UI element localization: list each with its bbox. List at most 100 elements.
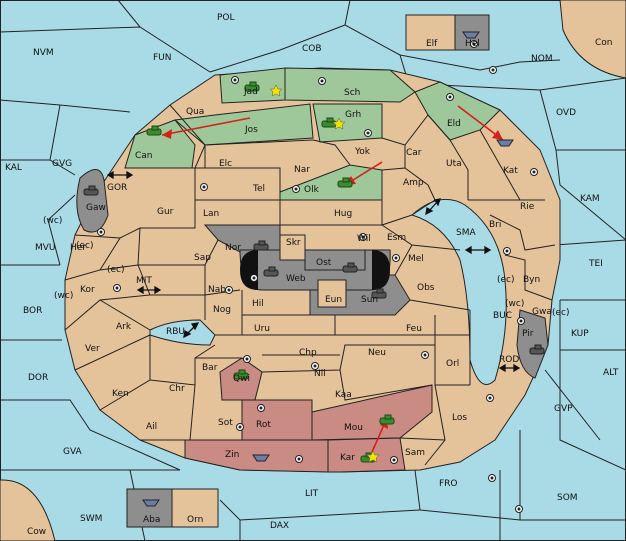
land-label: Nar (294, 165, 310, 175)
fleet-unit-icon (252, 454, 270, 462)
army-unit-icon (321, 117, 337, 128)
island-con (559, 0, 626, 79)
land-label: Gwa (532, 307, 552, 317)
land-label: Esm (387, 233, 406, 243)
sea-label: GOR (107, 183, 127, 193)
sea-label: ROD (499, 355, 519, 365)
sea-label: SMA (456, 228, 476, 238)
land-label: Uta (446, 159, 462, 169)
region-gaw[interactable] (76, 169, 109, 233)
region-sch[interactable] (284, 67, 416, 103)
land-label: Orn (187, 515, 203, 525)
land-label: Can (135, 151, 153, 161)
land-label: (ec) (497, 275, 515, 285)
region-aba[interactable] (126, 488, 173, 528)
army-unit-icon (529, 344, 545, 355)
region-rot[interactable] (241, 399, 313, 441)
land-label: Elf (426, 39, 438, 49)
land-label: Jad (243, 87, 258, 97)
land-label: Orl (446, 359, 459, 369)
land-label: Ark (116, 322, 132, 332)
land-label: Sch (344, 88, 360, 98)
land-label: Obs (417, 283, 435, 293)
land-label: Nab (208, 285, 226, 295)
land-label: (wc) (43, 216, 62, 226)
land-label: Gaw (86, 203, 106, 213)
sea-label-group: POL COB NVM FUN NOM Con OVD KAL GVG GOR … (5, 13, 619, 537)
sea-label: Cow (27, 527, 46, 537)
land-label: Chr (169, 384, 185, 394)
land-label: Mel (408, 254, 424, 264)
land-label: Ken (112, 389, 129, 399)
fleet-unit-icon (496, 139, 514, 147)
land-label: Hug (334, 209, 352, 219)
land-label: Eld (447, 119, 461, 129)
land-label: Los (452, 413, 467, 423)
sea-label: NVM (33, 48, 54, 58)
land-label: Feu (406, 324, 422, 334)
land-label: Neu (368, 348, 386, 358)
army-unit-icon (146, 125, 162, 136)
region-elf[interactable] (405, 14, 456, 51)
land-label: Kaa (335, 390, 352, 400)
region-orn[interactable] (171, 488, 219, 528)
units (83, 31, 545, 507)
army-unit-icon (83, 185, 99, 196)
land-label: (ec) (76, 241, 94, 251)
land-label: Uru (254, 324, 270, 334)
sea-label: GVA (63, 447, 83, 457)
land-label: Lan (203, 209, 219, 219)
sea-label: DOR (28, 373, 48, 383)
land-label: Sun (361, 295, 378, 305)
sea-label: POL (217, 13, 235, 23)
sea-label: DAX (270, 521, 289, 531)
region-skr[interactable] (279, 234, 306, 261)
land-label: Olk (304, 185, 320, 195)
army-unit-icon (244, 81, 260, 92)
sea-label: SWM (80, 514, 102, 524)
land-label: Hel (465, 39, 480, 49)
land-label: (wc) (505, 299, 524, 309)
army-unit-icon (263, 266, 279, 277)
region-jos[interactable] (173, 103, 314, 146)
land-label-group: Elf Hel Jad Sch Qua Jos Grh Can Eld Elc … (43, 39, 570, 525)
sea-label: RBU (166, 327, 185, 337)
land-label: Ail (146, 422, 157, 432)
land-label: Jos (244, 125, 258, 135)
sea-label: COB (302, 44, 322, 54)
sea-label: GVP (554, 404, 573, 414)
sea-label: OVD (556, 108, 576, 118)
supply-centres (97, 40, 538, 513)
sea-label: KAL (5, 163, 22, 173)
army-unit-icon (371, 288, 387, 299)
region-pir[interactable] (516, 309, 549, 379)
land-label: Amp (403, 178, 424, 188)
land-label: Gur (157, 207, 174, 217)
land-label: Yok (354, 147, 371, 157)
army-unit-icon (342, 262, 358, 273)
sea-label: LIT (305, 489, 319, 499)
land-label: Skr (286, 238, 301, 248)
land-label: Nog (213, 305, 231, 315)
land-label: Kar (340, 453, 355, 463)
land-label: Sam (405, 448, 425, 458)
region-eun[interactable] (317, 279, 347, 308)
web-tunnel-east (372, 250, 390, 290)
land-label: Car (406, 148, 422, 158)
sea-label: BOR (23, 306, 42, 316)
region-mou[interactable] (311, 384, 433, 441)
sea-label: SOM (557, 493, 578, 503)
land-label: Chp (299, 348, 317, 358)
sea-label: Con (595, 38, 613, 48)
army-unit-icon (233, 369, 249, 380)
sea-label: KUP (571, 329, 589, 339)
fleet-unit-icon (462, 31, 480, 39)
sea-label: BUC (493, 311, 512, 321)
sea-label: FUN (153, 53, 172, 63)
land-label: Elc (219, 159, 232, 169)
land-label: Zin (225, 450, 239, 460)
land-label: Ver (85, 344, 100, 354)
land-label: Ost (316, 258, 332, 268)
land-label: Wil (357, 234, 371, 244)
